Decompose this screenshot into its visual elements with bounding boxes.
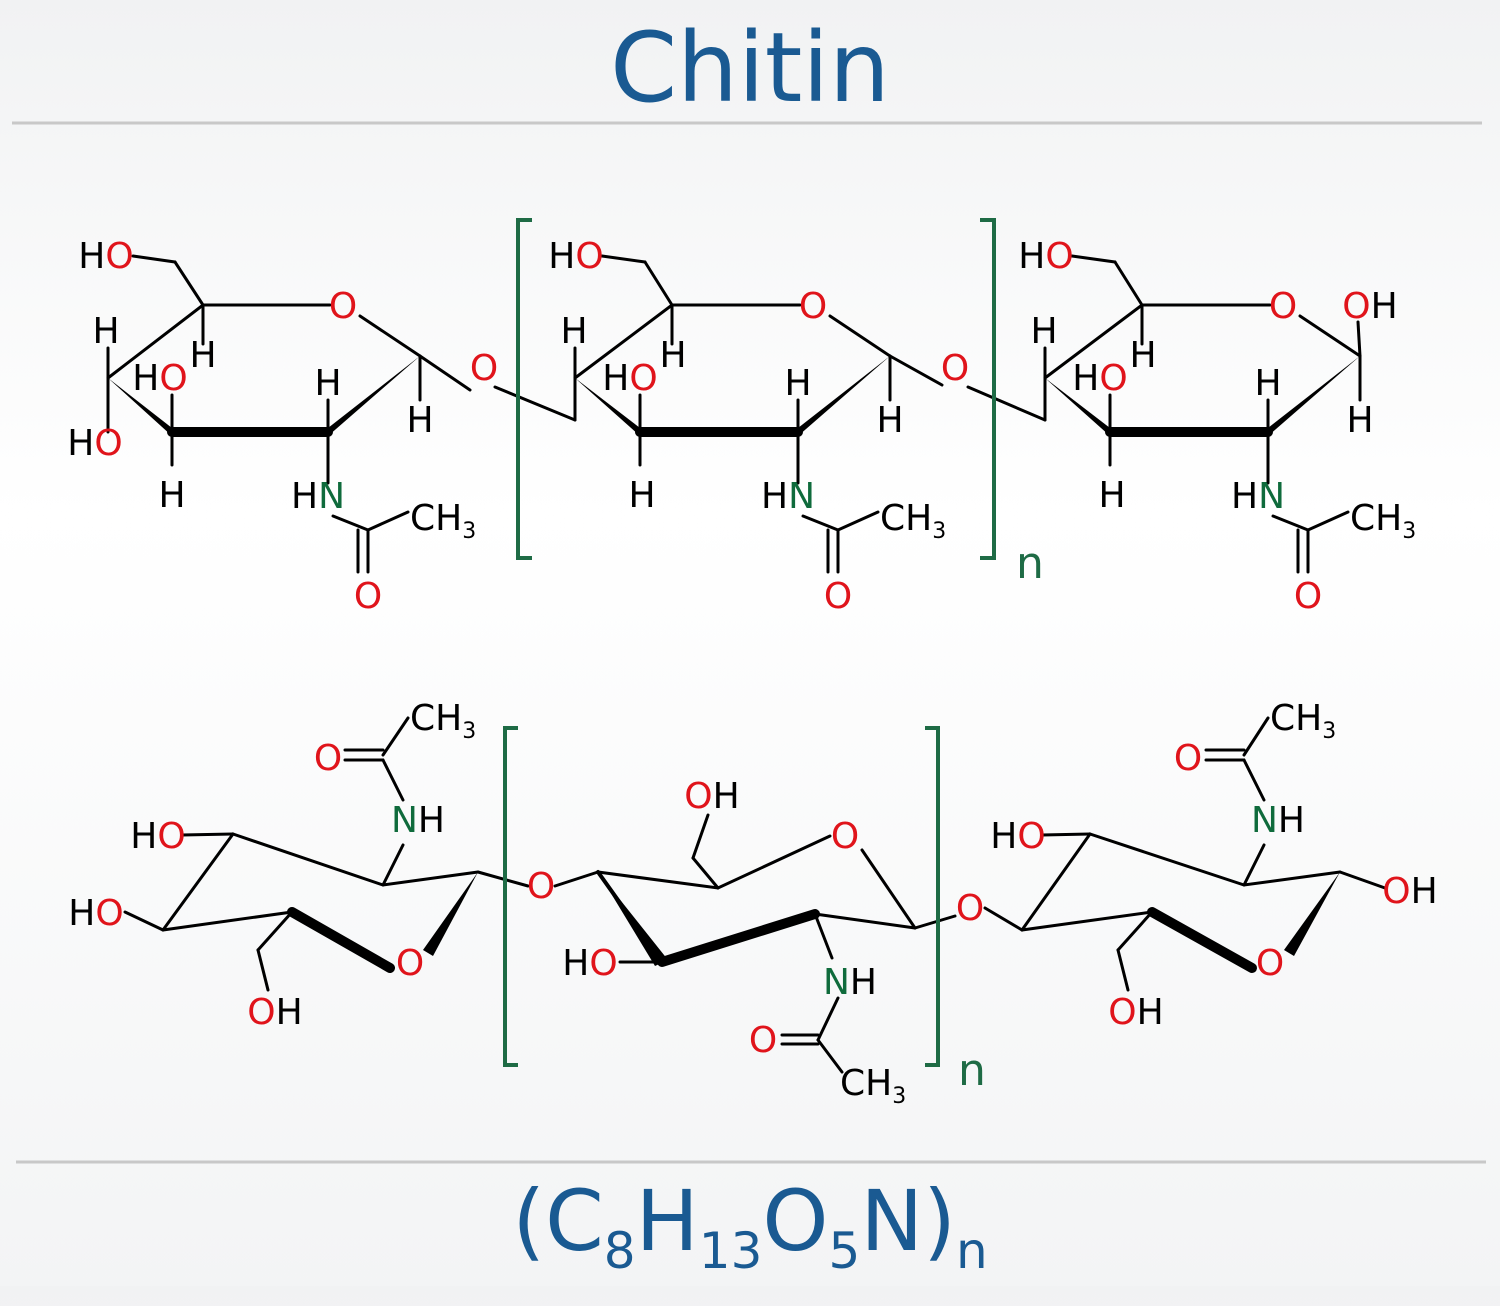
c1-hydrogen-right: H xyxy=(1346,400,1373,441)
c5-hydrogen-right: H xyxy=(1129,335,1156,376)
c3-hydroxyl-left: HO xyxy=(132,358,187,399)
amide-nh-right: HN xyxy=(1231,476,1285,517)
formula-h: H xyxy=(635,1172,699,1270)
c3-hydroxyl-right: HO xyxy=(1072,358,1127,399)
c1-hydrogen-middle: H xyxy=(876,400,903,441)
chair-repeat-n: n xyxy=(958,1045,986,1096)
chair-c4-hydroxyl-left: HO xyxy=(130,816,185,857)
molecular-formula: (C8H13O5N)n xyxy=(0,1166,1500,1306)
chair-ring-oxygen-right: O xyxy=(1256,943,1284,984)
chair-conformation xyxy=(123,716,1387,1074)
formula-h-count: 13 xyxy=(698,1222,763,1280)
chair-carbonyl-oxygen-right: O xyxy=(1174,738,1202,779)
chair-ch2oh-middle: OH xyxy=(684,776,739,817)
haworth-projection xyxy=(106,218,1362,574)
ring-oxygen-middle: O xyxy=(799,286,827,327)
haworth-repeat-n: n xyxy=(1016,538,1044,589)
ch2oh-label-middle: HO xyxy=(548,236,603,277)
haworth-unit-left xyxy=(106,254,472,574)
chair-unit-left xyxy=(123,716,530,992)
chair-methyl-middle: CH3 xyxy=(840,1063,906,1109)
carbonyl-oxygen-left: O xyxy=(354,576,382,617)
chair-unit-right xyxy=(983,716,1387,992)
chair-methyl-right: CH3 xyxy=(1270,698,1336,744)
chair-ring-oxygen-left: O xyxy=(396,943,424,984)
chair-amide-nh-right: NH xyxy=(1251,800,1305,841)
amide-nh-left: HN xyxy=(291,476,345,517)
haworth-repeat-bracket xyxy=(516,218,996,560)
c2-hydrogen-left: H xyxy=(314,363,341,404)
formula-close: N) xyxy=(860,1172,956,1270)
c3-hydrogen-middle: H xyxy=(628,475,655,516)
ch2oh-label-right: HO xyxy=(1018,236,1073,277)
chair-unit-middle xyxy=(553,813,957,1074)
formula-o-count: 5 xyxy=(828,1222,861,1280)
anomeric-hydroxyl-top: OH xyxy=(1342,286,1397,327)
chair-methyl-left: CH3 xyxy=(410,698,476,744)
formula-c-count: 8 xyxy=(603,1222,636,1280)
chair-amide-nh-left: NH xyxy=(391,800,445,841)
chair-repeat-bracket xyxy=(503,726,940,1067)
ring-oxygen-left: O xyxy=(329,286,357,327)
chair-amide-nh-middle: NH xyxy=(823,962,877,1003)
c4-hydrogen-left: H xyxy=(92,311,119,352)
c3-hydroxyl-middle: HO xyxy=(602,358,657,399)
formula-o: O xyxy=(762,1172,829,1270)
c1-hydrogen-left: H xyxy=(406,400,433,441)
chair-glycosidic-oxygen-2: O xyxy=(956,888,984,929)
haworth-unit-right xyxy=(966,254,1362,574)
acetyl-methyl-middle: CH3 xyxy=(880,498,946,544)
c4-hydrogen-right: H xyxy=(1030,311,1057,352)
chair-anomeric-hydroxyl: OH xyxy=(1382,871,1437,912)
carbonyl-oxygen-right: O xyxy=(1294,576,1322,617)
c4-hydroxyl-left: HO xyxy=(67,423,122,464)
chair-c4-hydroxyl-right: HO xyxy=(990,816,1045,857)
c3-hydrogen-left: H xyxy=(158,475,185,516)
ch2oh-label-left: HO xyxy=(78,236,133,277)
chair-carbonyl-oxygen-middle: O xyxy=(749,1020,777,1061)
chair-ch2oh-left: OH xyxy=(247,992,302,1033)
formula-n: n xyxy=(955,1222,988,1280)
chair-c3-hydroxyl-middle: HO xyxy=(562,943,617,984)
page-title: Chitin xyxy=(610,12,890,124)
acetyl-methyl-right: CH3 xyxy=(1350,498,1416,544)
glycosidic-oxygen-1: O xyxy=(470,348,498,389)
chair-ch2oh-right: OH xyxy=(1108,992,1163,1033)
haworth-unit-middle xyxy=(493,254,944,574)
c2-hydrogen-middle: H xyxy=(784,363,811,404)
chair-glycosidic-oxygen-1: O xyxy=(527,866,555,907)
formula-open: (C xyxy=(512,1172,604,1270)
c5-hydrogen-left: H xyxy=(189,335,216,376)
c4-hydrogen-middle: H xyxy=(560,311,587,352)
ring-oxygen-right: O xyxy=(1269,286,1297,327)
amide-nh-middle: HN xyxy=(761,476,815,517)
c3-hydrogen-right: H xyxy=(1098,475,1125,516)
chair-c3-hydroxyl-left: HO xyxy=(68,893,123,934)
acetyl-methyl-left: CH3 xyxy=(410,498,476,544)
c2-hydrogen-right: H xyxy=(1254,363,1281,404)
c5-hydrogen-middle: H xyxy=(659,335,686,376)
carbonyl-oxygen-middle: O xyxy=(824,576,852,617)
chair-carbonyl-oxygen-left: O xyxy=(314,738,342,779)
atom-labels: HOOHHHOHHHHNCH3OHOOHHHOHHHHNCH3OHOOHHHOH… xyxy=(67,236,1437,1109)
chair-ring-oxygen-middle: O xyxy=(831,816,859,857)
glycosidic-oxygen-2: O xyxy=(941,348,969,389)
